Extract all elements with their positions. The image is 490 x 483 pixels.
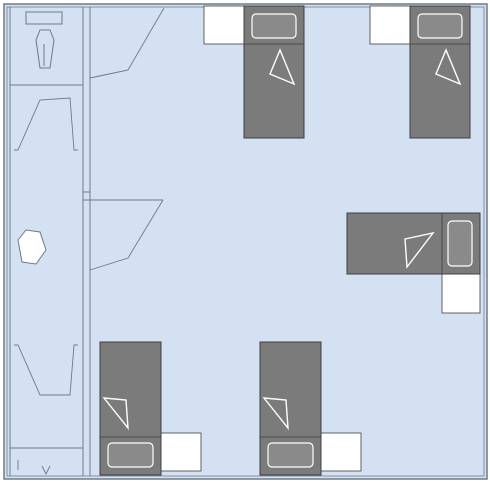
bathroom-walls <box>9 7 163 476</box>
bed-bottom-center <box>259 341 362 476</box>
sheet-fold <box>262 397 289 431</box>
outer-wall <box>3 3 488 480</box>
bed-top-right <box>369 5 471 139</box>
sheet-fold <box>435 48 462 86</box>
toilet-icon <box>25 11 63 69</box>
pillow <box>267 442 314 468</box>
nightstand-icon <box>369 5 411 45</box>
drain-icon <box>41 465 51 476</box>
sheet-fold <box>269 48 296 86</box>
pillow <box>447 220 473 267</box>
nightstand-icon <box>441 273 481 314</box>
bed-bottom-left <box>99 341 202 476</box>
bed-top-left <box>203 5 305 139</box>
pillow <box>251 13 297 39</box>
nightstand-icon <box>160 432 202 472</box>
sheet-fold <box>404 231 435 269</box>
pillow <box>417 13 463 39</box>
sink-icon <box>17 229 47 265</box>
beds-layer <box>99 5 481 476</box>
door-swing-icon <box>14 7 165 470</box>
bed-middle-right <box>346 212 481 314</box>
nightstand-icon <box>203 5 245 45</box>
nightstand-icon <box>320 432 362 472</box>
pillow <box>107 442 154 468</box>
sheet-fold <box>102 397 129 431</box>
